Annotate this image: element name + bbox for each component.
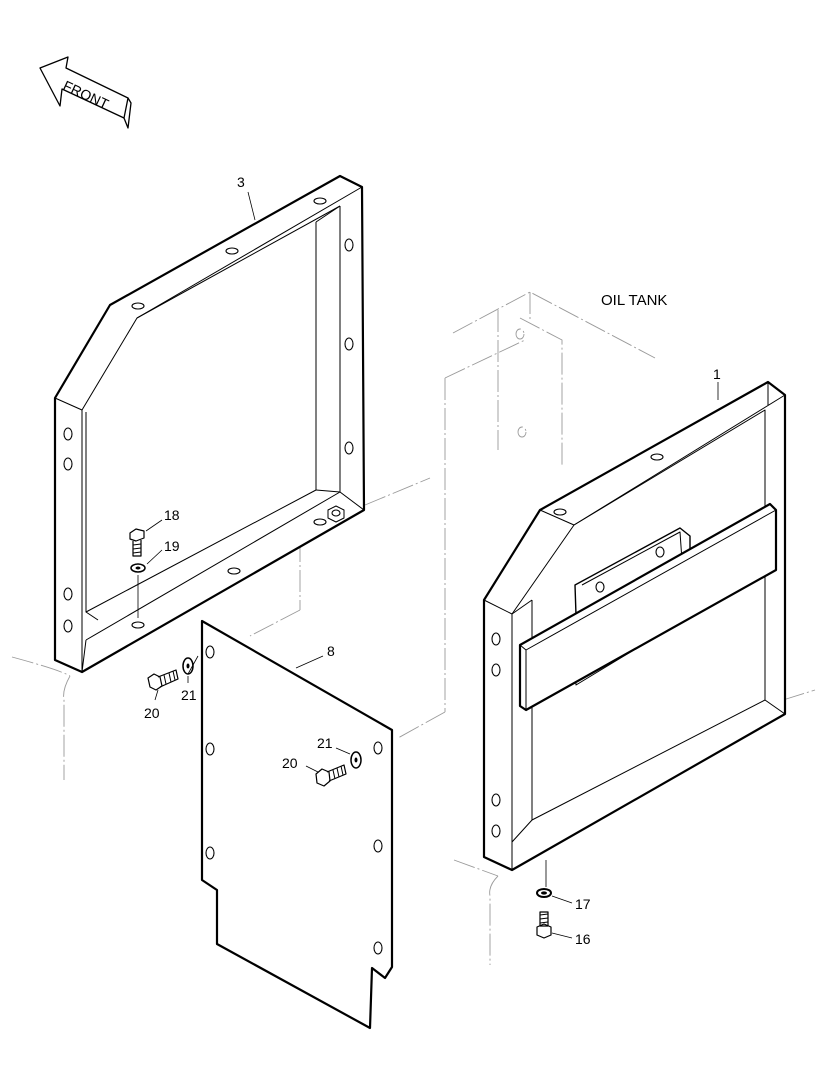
- bolt-20-left: [147, 669, 179, 691]
- callout-3: 3: [237, 174, 245, 190]
- callout-17: 17: [575, 896, 591, 912]
- callout-16: 16: [575, 931, 591, 947]
- bolt-18: [129, 528, 145, 557]
- callout-18: 18: [164, 507, 180, 523]
- washer-21-left: [182, 657, 194, 675]
- callout-20-center: 20: [282, 755, 298, 771]
- part-8-cover-plate: [200, 619, 394, 1030]
- washer-21-center: [350, 751, 362, 769]
- callout-20-left: 20: [144, 705, 160, 721]
- callout-19: 19: [164, 538, 180, 554]
- labels: OIL TANK 3 1 8 18 19 20 21 21 20 17 16: [144, 174, 721, 947]
- leader-lines: [137, 191, 719, 939]
- part-3-frame: [53, 174, 366, 674]
- bolt-16: [536, 911, 552, 939]
- front-arrow: FRONT: [39, 56, 132, 129]
- callout-21-center: 21: [317, 735, 333, 751]
- front-arrow-label: FRONT: [61, 77, 112, 112]
- oil-tank-label: OIL TANK: [601, 292, 667, 309]
- washer-17: [536, 888, 552, 898]
- callout-1: 1: [713, 366, 721, 382]
- callout-21-left: 21: [181, 687, 197, 703]
- part-1-side-panel: [482, 380, 787, 872]
- washer-19: [130, 563, 146, 573]
- callout-8: 8: [327, 643, 335, 659]
- bolt-20-center: [315, 764, 347, 787]
